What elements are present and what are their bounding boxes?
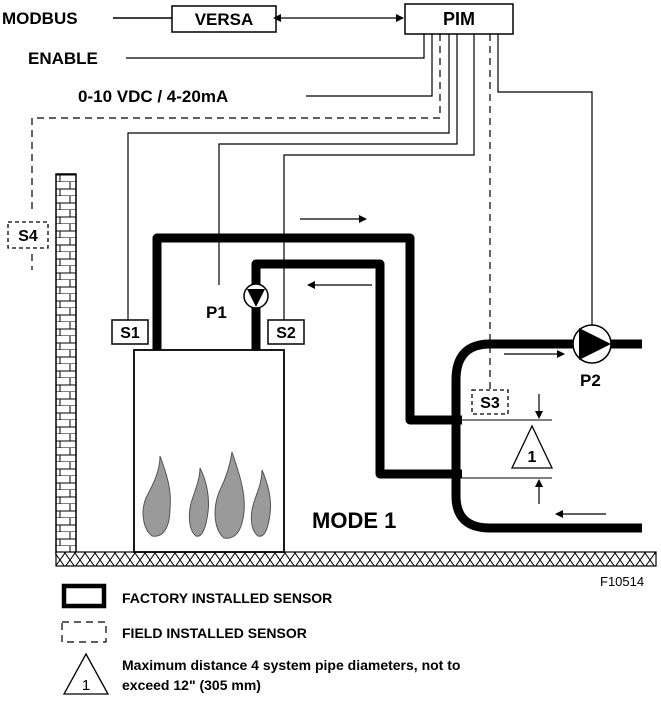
p2-wire: [497, 34, 593, 326]
sensor-s1-box: [111, 319, 149, 345]
modbus-label: MODBUS: [2, 9, 78, 28]
boiler-supply-pipe: [152, 233, 462, 425]
pump-p1-label: P1: [206, 303, 227, 322]
floor-ground: [55, 551, 657, 567]
legend-note-line1: Maximum distance 4 system pipe diameters…: [122, 657, 460, 673]
mode-label: MODE 1: [312, 508, 396, 533]
legend-triangle-icon: [62, 652, 110, 695]
distance-triangle-icon: [510, 424, 554, 469]
s4-wire: [31, 34, 441, 210]
legend-field-swatch: [61, 621, 107, 643]
s1-wire: [127, 34, 450, 320]
p1-wire: [218, 34, 458, 285]
boiler-return-pipe: [251, 259, 462, 479]
pump-p2-icon: [572, 324, 612, 364]
pump-p2-label: P2: [580, 371, 601, 390]
enable-label: ENABLE: [28, 49, 98, 68]
legend-note-line2: exceed 12" (305 mm): [122, 677, 261, 693]
system-primary-pipe: [451, 339, 642, 533]
signal-label: 0-10 VDC / 4-20mA: [78, 87, 228, 106]
distance-triangle-number: 1: [528, 449, 537, 466]
brick-wall: [55, 173, 77, 555]
legend-field-label: FIELD INSTALLED SENSOR: [122, 625, 307, 641]
sensor-s3-label: S3: [480, 395, 500, 412]
pim-label: PIM: [443, 9, 475, 29]
legend-factory-swatch: [61, 583, 107, 609]
signal-wire: [306, 34, 433, 97]
sensor-s4-box: [7, 221, 49, 249]
versa-label: VERSA: [195, 10, 254, 29]
pump-p1-icon: [243, 283, 269, 309]
pim-box: [404, 3, 514, 35]
sensor-s2-label: S2: [276, 325, 296, 342]
legend-factory-label: FACTORY INSTALLED SENSOR: [122, 590, 332, 606]
legend-triangle-number: 1: [82, 677, 90, 694]
sensor-s3-box: [471, 389, 509, 415]
sensor-s2-box: [267, 319, 305, 345]
enable-wire: [126, 34, 425, 59]
sensor-s1-label: S1: [120, 325, 140, 342]
sensor-s4-label: S4: [18, 228, 38, 245]
burner-flames-icon: [142, 451, 271, 539]
figure-id: F10514: [600, 574, 644, 589]
